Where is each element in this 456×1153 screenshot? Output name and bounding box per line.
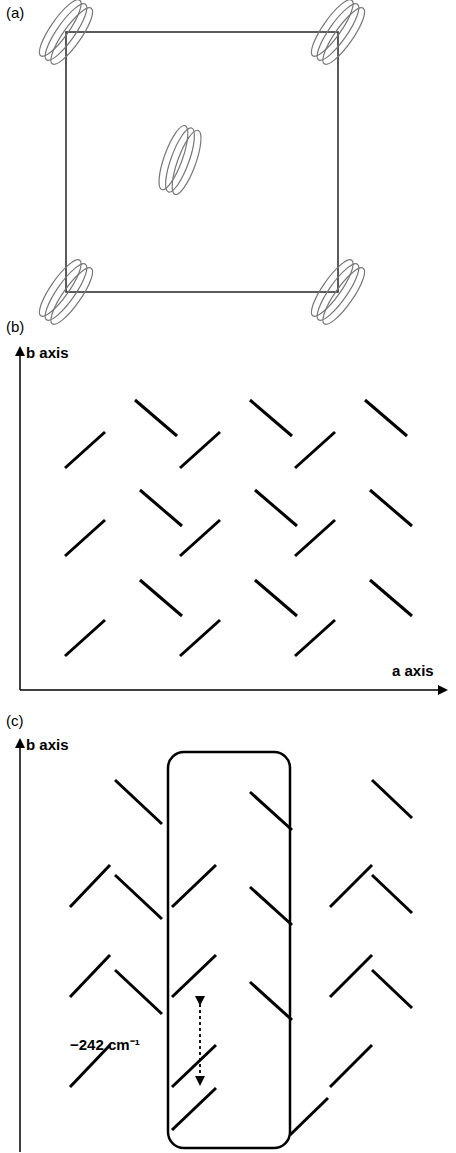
molecule-line	[255, 580, 297, 616]
molecule-line	[115, 970, 162, 1014]
molecule-line	[295, 620, 335, 656]
molecule-lines	[70, 780, 412, 1135]
axis-label: a axis	[392, 662, 434, 679]
a-axis-arrow	[20, 689, 446, 691]
distance-label: −242 cm⁻¹	[70, 1034, 140, 1054]
molecule-line	[180, 520, 220, 556]
molecule-line	[140, 580, 182, 616]
molecule-line	[255, 490, 297, 526]
molecule-line	[70, 955, 110, 997]
b-axis-arrow	[19, 348, 21, 690]
panel-label: (a)	[6, 4, 24, 21]
molecule-stack	[33, 255, 98, 329]
molecule-line	[330, 955, 372, 997]
molecule-line	[180, 432, 220, 468]
panel-label: (c)	[6, 712, 24, 729]
molecule-line	[295, 432, 335, 468]
molecule-line	[290, 1098, 328, 1135]
molecule-line	[370, 490, 412, 526]
molecule-line	[250, 982, 292, 1020]
distance-arrow	[199, 1004, 201, 1084]
molecule-line	[115, 780, 162, 824]
molecule-line	[65, 432, 105, 468]
molecule-lines	[65, 400, 412, 656]
molecule-line	[70, 865, 110, 907]
molecule-line	[180, 620, 220, 656]
axis-label: b axis	[26, 344, 69, 361]
unit-cell	[66, 32, 338, 292]
molecule-line	[172, 865, 216, 907]
molecule-line	[370, 580, 412, 616]
molecule-line	[250, 887, 292, 925]
molecule-line	[372, 875, 412, 913]
molecule-line	[140, 490, 182, 526]
molecule-line	[65, 520, 105, 556]
molecule-stack	[305, 255, 370, 329]
molecule-line	[365, 400, 407, 436]
molecule-stack	[305, 0, 370, 69]
molecule-stack	[153, 123, 206, 198]
molecule-line	[250, 792, 292, 830]
molecule-line	[372, 780, 412, 818]
molecule-stack	[33, 0, 98, 69]
molecule-line	[172, 1045, 216, 1087]
molecule-line	[295, 520, 335, 556]
molecule-line	[115, 875, 162, 919]
molecule-line	[372, 970, 412, 1008]
molecule-line	[172, 955, 216, 997]
b-axis-arrow	[19, 740, 21, 1152]
axis-label: b axis	[26, 736, 69, 753]
molecule-line	[330, 865, 372, 907]
molecule-line	[330, 1045, 372, 1087]
molecule-line	[135, 400, 177, 436]
molecule-line	[172, 1088, 216, 1130]
panel-label: (b)	[6, 318, 24, 335]
molecule-line	[250, 400, 292, 436]
molecule-line	[65, 620, 105, 656]
